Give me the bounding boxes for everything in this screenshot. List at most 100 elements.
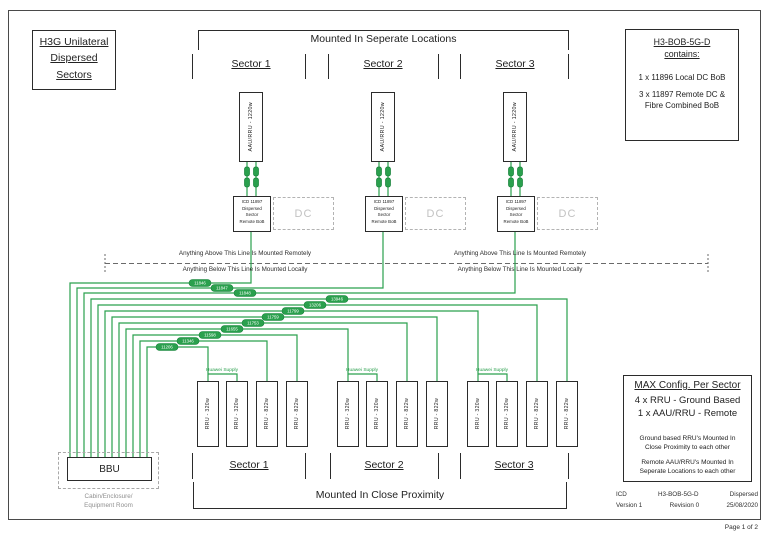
aau-unit-s1: AAU/RRU - 1220w <box>239 92 263 162</box>
dc-label: DC <box>294 207 313 220</box>
doc-version: Version 1 <box>616 502 643 509</box>
max-config-line: 4 x RRU - Ground Based <box>634 395 741 406</box>
max-config-note: Ground based RRU's Mounted In Close Prox… <box>639 434 736 451</box>
aau-unit-label: AAU/RRU - 1220w <box>248 102 254 152</box>
diagram-title-box: H3G Unilateral Dispersed Sectors <box>32 30 116 90</box>
sector-tick <box>192 453 193 479</box>
icd-line: Sector <box>245 212 259 218</box>
dc-label: DC <box>558 207 577 220</box>
equipment-room-line: Equipment Room <box>84 502 133 510</box>
cable-s1-rru3 <box>139 340 268 457</box>
cable-id-label: 11759 <box>267 315 279 320</box>
cable-id-label: 11655 <box>226 327 238 332</box>
rru-label: RRU - 822w <box>534 398 540 430</box>
cable-remote-s3 <box>83 232 516 457</box>
icd-line: Sector <box>509 212 523 218</box>
bbu-label: BBU <box>99 463 120 475</box>
cable-id-label: 11799 <box>287 309 299 314</box>
bottom-sector3-label: Sector 3 <box>494 459 534 471</box>
cable-remote-s1 <box>69 232 252 457</box>
icd-remote-bob-s1: ICD 11897 Dispersed Sector Remote BoB <box>233 196 271 232</box>
rru-label: RRU - 822w <box>294 398 300 430</box>
icd-remote-bob-s2: ICD 11897 Dispersed Sector Remote BoB <box>365 196 403 232</box>
sector-tick <box>460 453 461 479</box>
top-sector1-label: Sector 1 <box>231 58 271 70</box>
rru-box: RRU - 822w <box>286 381 308 447</box>
equipment-room-outline <box>58 452 159 489</box>
rru-label: RRU - 822w <box>404 398 410 430</box>
separator-below-text-right: Anything Below This Line Is Mounted Loca… <box>457 266 583 273</box>
icd-line: Sector <box>377 212 391 218</box>
icd-line: ICD 11897 <box>505 199 527 204</box>
remote-local-separator <box>104 254 709 273</box>
bob-contains-subtitle: contains: <box>664 49 700 59</box>
icd-remote-bob-s3: ICD 11897 Dispersed Sector Remote BoB <box>497 196 535 232</box>
rru-box: RRU - 822w <box>426 381 448 447</box>
separator-below-text-left: Anything Below This Line Is Mounted Loca… <box>182 266 308 273</box>
aau-unit-label: AAU/RRU - 1220w <box>512 102 518 152</box>
rru-label: RRU - 320w <box>504 398 510 430</box>
sector-tick <box>460 54 461 79</box>
dc-zone-s1: DC <box>273 197 334 230</box>
sector-tick <box>568 453 569 479</box>
cable-id-label: 11847 <box>216 286 228 291</box>
cable-id-label: 11346 <box>182 339 194 344</box>
icd-line: Dispersed <box>242 205 262 211</box>
equipment-room-label: Cabin/Enclosure/ Equipment Room <box>48 492 169 510</box>
dc-zone-s2: DC <box>405 197 466 230</box>
separate-locations-bracket: Mounted In Seperate Locations <box>198 30 569 50</box>
sector-tick <box>330 453 331 479</box>
icd-line: Remote BoB <box>503 218 529 224</box>
rru-label: RRU - 822w <box>264 398 270 430</box>
cable-id-label: 11206 <box>161 345 173 350</box>
page-number: Page 1 of 2 <box>724 524 758 531</box>
icd-line: Remote BoB <box>371 218 397 224</box>
top-sector3-label: Sector 3 <box>495 58 535 70</box>
dc-zone-s3: DC <box>537 197 598 230</box>
sector-tick <box>438 54 439 79</box>
rru-box: RRU - 822w <box>256 381 278 447</box>
diagram-title-line: Sectors <box>56 68 92 81</box>
cable-id-label: 13206 <box>309 303 322 308</box>
icd-line: Dispersed <box>506 205 526 211</box>
diagram-title-line: Dispersed <box>50 52 98 65</box>
max-config-note: Remote AAU/RRU's Mounted In Seperate Loc… <box>639 458 736 475</box>
cable-id-tags: 11846 11847 11848 13946 13206 11799 1175… <box>155 279 349 351</box>
diagram-title-line: H3G Unilateral <box>39 36 109 48</box>
doc-id: H3-BOB-5G-D <box>657 491 699 498</box>
rru-box: RRU - 320w <box>366 381 388 447</box>
dc-label: DC <box>426 207 445 220</box>
icd-line: ICD 11897 <box>241 199 263 204</box>
huawei-supply-label-s1: Huawei Supply <box>206 367 239 373</box>
rru-label: RRU - 822w <box>564 398 570 430</box>
aau-unit-s2: AAU/RRU - 1220w <box>371 92 395 162</box>
cable-id-label: 11848 <box>239 291 251 296</box>
cable-id-label: 11598 <box>204 333 216 338</box>
document-info-row: ICD H3-BOB-5G-D Dispersed <box>616 491 758 498</box>
bob-contains-item: 3 x 11897 Remote DC & Fibre Combined BoB <box>638 90 726 110</box>
rru-box: RRU - 822w <box>526 381 548 447</box>
max-config-box: MAX Config. Per Sector 4 x RRU - Ground … <box>623 375 752 482</box>
cable-connector-icons <box>244 166 523 188</box>
bob-contains-box: H3-BOB-5G-D contains: 1 x 11896 Local DC… <box>625 29 739 141</box>
separator-above-text-right: Anything Above This Line Is Mounted Remo… <box>453 250 587 257</box>
doc-date: 25/08/2020 <box>726 502 758 509</box>
aau-unit-s3: AAU/RRU - 1220w <box>503 92 527 162</box>
icd-line: Dispersed <box>374 205 394 211</box>
cable-id-label: 11753 <box>247 321 259 326</box>
sector-tick <box>305 54 306 79</box>
sector-tick <box>305 453 306 479</box>
equipment-room-line: Cabin/Enclosure/ <box>84 493 133 500</box>
page-border <box>8 10 761 520</box>
sector-tick <box>568 54 569 79</box>
sector-tick <box>438 453 439 479</box>
rru-label: RRU - 320w <box>475 398 481 430</box>
icd-line: ICD 11897 <box>373 199 395 204</box>
cable-id-label: 11846 <box>194 281 206 286</box>
aau-unit-label: AAU/RRU - 1220w <box>380 102 386 152</box>
sector-tick <box>328 54 329 79</box>
doc-type: ICD <box>616 491 627 498</box>
max-config-line: 1 x AAU/RRU - Remote <box>637 407 738 419</box>
bob-contains-title: H3-BOB-5G-D <box>653 37 711 47</box>
